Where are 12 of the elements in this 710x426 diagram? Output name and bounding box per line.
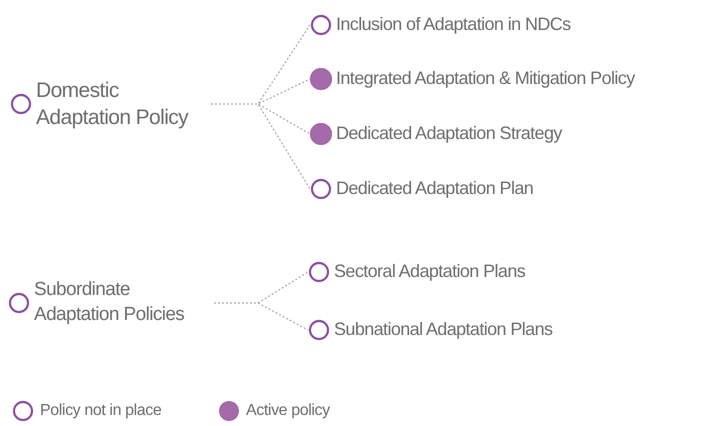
- policy-label: Domestic Adaptation Policy: [36, 78, 190, 131]
- policy-label: Integrated Adaptation & Mitigation Policy: [336, 67, 635, 90]
- dotted-connector: [210, 104, 310, 190]
- policy-label: Subnational Adaptation Plans: [334, 318, 552, 342]
- policy-label: Sectoral Adaptation Plans: [334, 260, 526, 284]
- policy-label: Subordinate Adaptation Policies: [34, 278, 186, 327]
- dotted-connector: [214, 302, 308, 330]
- policy-label: Dedicated Adaptation Strategy: [336, 122, 562, 146]
- policy-label: Dedicated Adaptation Plan: [336, 177, 534, 200]
- policy-label: Inclusion of Adaptation in NDCs: [336, 13, 571, 36]
- legend-label: Active policy: [246, 402, 330, 420]
- legend-label: Policy not in place: [40, 402, 162, 420]
